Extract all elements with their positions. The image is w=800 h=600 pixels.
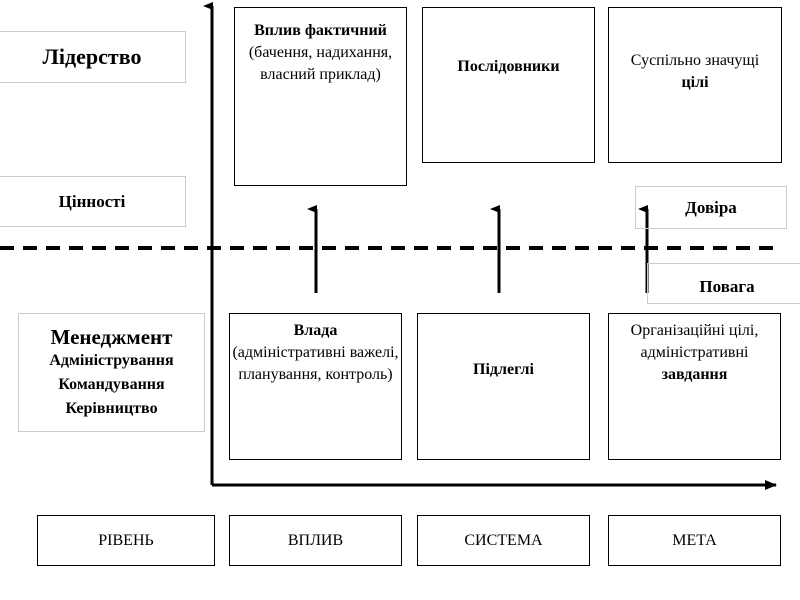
footer-influence: ВПЛИВ [229,515,402,566]
org-goals-normal: Організаційні цілі, адміністративні [630,322,759,361]
direction-text: Керівництво [65,399,158,417]
label-leadership: Лідерство [0,31,186,83]
command-text: Командування [58,375,165,393]
label-respect: Повага [647,263,800,304]
respect-text: Повага [699,276,755,296]
footer-system-text: СИСТЕМА [464,531,543,549]
goal-bold: цілі [681,74,709,91]
box-subordinates: Підлеглі [417,313,590,460]
goal-normal: Суспільно значущі [630,52,760,69]
footer-level-text: РІВЕНЬ [98,531,154,549]
label-trust: Довіра [635,186,787,229]
box-org-goals: Організаційні цілі, адміністративні завд… [608,313,781,460]
box-followers: Послідовники [422,7,595,163]
footer-goal-text: МЕТА [672,531,717,549]
footer-goal: МЕТА [608,515,781,566]
values-text: Цінності [58,191,126,211]
label-management: Менеджмент Адміністрування Командування … [18,313,205,432]
box-social-goals: Суспільно значущі цілі [608,7,782,163]
influence-normal: (бачення, надихання, власний приклад) [248,44,393,83]
followers-text: Послідовники [457,58,560,75]
power-bold: Влада [293,322,338,339]
influence-bold: Вплив фактичний [254,22,387,39]
trust-text: Довіра [685,197,737,217]
org-goals-bold: завдання [661,366,728,383]
management-text: Менеджмент [50,324,173,349]
footer-level: РІВЕНЬ [37,515,215,566]
subordinates-text: Підлеглі [473,361,534,378]
power-normal: (адміністративні важелі, планування, кон… [232,344,399,383]
footer-influence-text: ВПЛИВ [287,531,344,549]
footer-system: СИСТЕМА [417,515,590,566]
administration-text: Адміністрування [49,351,174,369]
box-power: Влада (адміністративні важелі, плануванн… [229,313,402,460]
box-actual-influence: Вплив фактичний (бачення, надихання, вла… [234,7,407,186]
leadership-text: Лідерство [42,44,142,69]
label-values: Цінності [0,176,186,227]
